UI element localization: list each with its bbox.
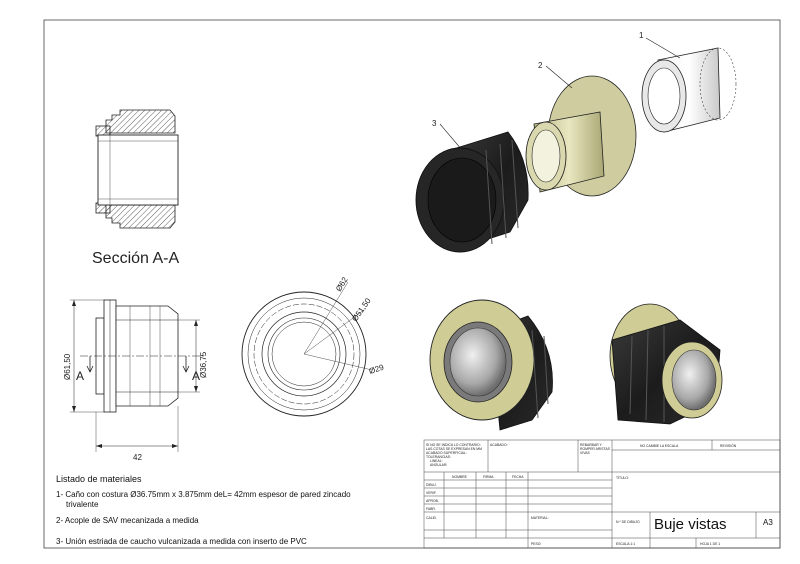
tb-rebarbar-3: VIVAS <box>580 451 590 455</box>
assembled-view-2 <box>609 303 723 425</box>
assembled-view-1 <box>429 299 553 431</box>
sheet-size: A3 <box>763 518 773 527</box>
drawing-title: Buje vistas <box>654 516 727 533</box>
balloon-1: 1 <box>639 31 644 40</box>
tb-row-verif: VERIF. <box>426 491 437 495</box>
section-view <box>95 109 179 229</box>
tb-n-dibujo: N.º DE DIBUJO <box>616 520 640 524</box>
tb-rebarbar-2: ROMPER ARISTAS <box>580 447 610 451</box>
dim-outer: Ø62 <box>334 275 350 293</box>
front-view <box>70 299 206 452</box>
dim-inner: Ø29 <box>368 362 386 375</box>
balloon-2: 2 <box>538 61 543 70</box>
part-2-flange <box>525 75 637 197</box>
bom-title: Listado de materiales <box>56 474 142 484</box>
tb-header-nombre: NOMBRE <box>452 475 467 479</box>
tb-header-firma: FIRMA <box>483 475 494 479</box>
tb-no-cambie: NO CAMBIE LA ESCALA <box>640 444 679 448</box>
tb-row-aprob: APROB. <box>426 499 439 503</box>
tb-row-fabr: FABR. <box>426 507 436 511</box>
tb-note-2: LAS COTAS SE EXPRESAN EN MM <box>426 447 482 451</box>
tb-rebarbar-1: REBARBAR Y <box>580 443 602 447</box>
cut-label-left: A <box>76 369 84 383</box>
tb-note-1: SI NO SE INDICA LO CONTRARIO: <box>426 443 481 447</box>
dim-length: 42 <box>133 453 142 462</box>
dim-height: Ø61,50 <box>63 353 72 380</box>
end-view <box>241 281 373 417</box>
part-1-tube <box>641 47 737 133</box>
cut-label-right: A <box>192 369 200 383</box>
dim-bore: Ø36,75 <box>199 351 208 378</box>
tb-note-3: ACABADO SUPERFICIAL: <box>426 451 467 455</box>
tb-row-calid: CALID. <box>426 516 437 520</box>
bom-item-1-continued: trivalente <box>66 500 99 509</box>
tb-escala: ESCALA:1:1 <box>616 542 636 546</box>
tb-material: MATERIAL: <box>531 516 549 520</box>
tb-acabado: ACABADO: <box>490 443 508 447</box>
tb-revision: REVISIÓN <box>720 444 737 448</box>
tb-note-5: LINEAL: <box>430 459 443 463</box>
tb-titulo: TÍTULO: <box>616 476 629 480</box>
balloon-leaders <box>439 37 681 151</box>
tb-peso: PESO: <box>531 542 542 546</box>
tb-note-4: TOLERANCIAS: <box>426 455 451 459</box>
part-3-rubber <box>415 131 529 253</box>
title-block <box>423 439 781 549</box>
bom-item-3: 3- Unión estriada de caucho vulcanizada … <box>56 537 307 546</box>
section-title: Sección A-A <box>92 250 179 267</box>
tb-header-fecha: FECHA <box>512 475 524 479</box>
sheet-border <box>43 19 781 549</box>
tb-hoja: HOJA 1 DE 1 <box>700 542 721 546</box>
balloon-3: 3 <box>432 119 437 128</box>
tb-row-dibuj: DIBUJ. <box>426 483 437 487</box>
dim-flange: Ø51,50 <box>350 296 373 323</box>
bom-item-2: 2- Acople de SAV mecanizada a medida <box>56 516 199 525</box>
tb-note-6: ANGULAR: <box>430 463 448 467</box>
bom-item-1: 1- Caño con costura Ø36.75mm x 3.875mm d… <box>56 490 351 499</box>
